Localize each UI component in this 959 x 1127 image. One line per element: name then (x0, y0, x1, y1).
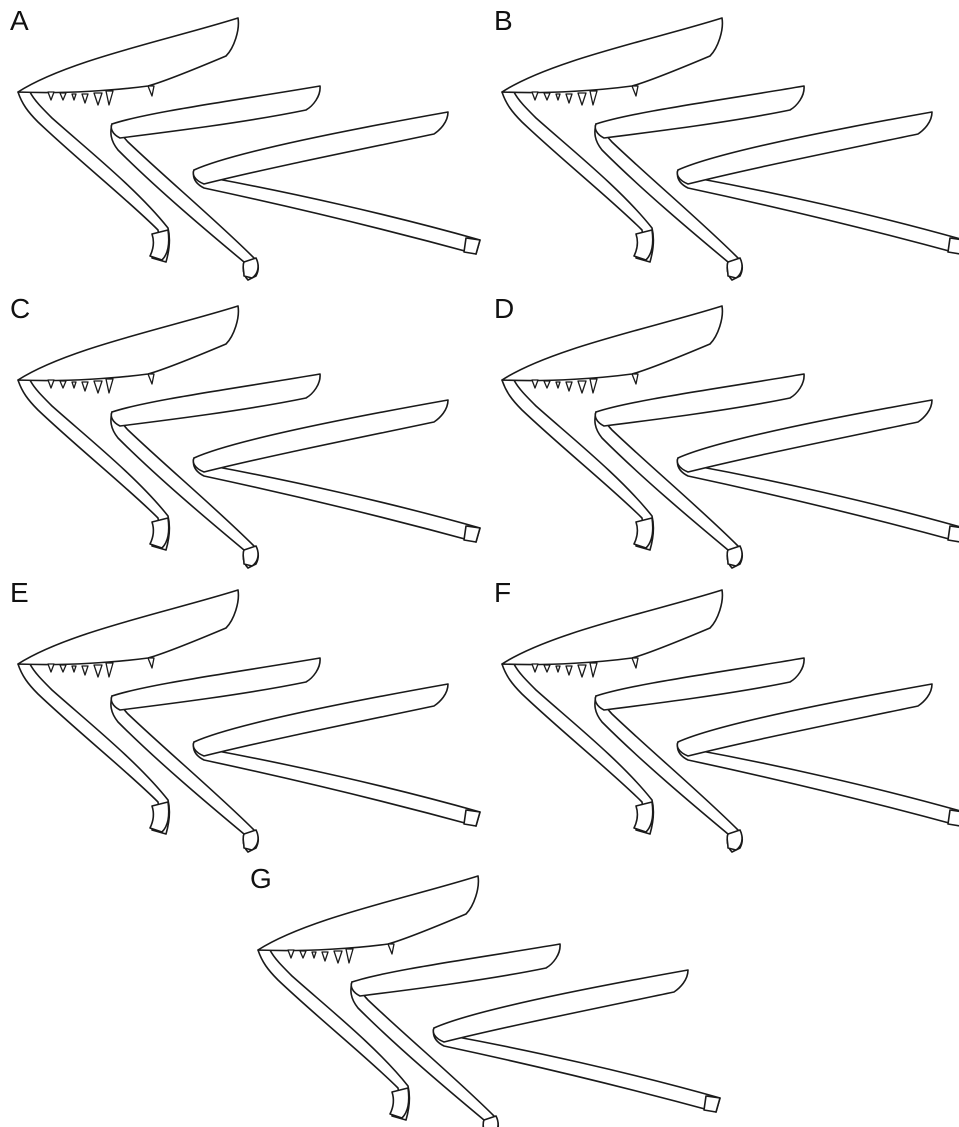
femur-spine (106, 91, 113, 105)
femur-spine (590, 91, 597, 105)
femur-spine (94, 93, 102, 105)
femur-spine (82, 382, 88, 391)
panel-label: F (494, 577, 511, 608)
patella-segment (111, 658, 320, 710)
femur-segment (18, 306, 238, 381)
femur-spine (72, 94, 76, 100)
tip-c-segment (948, 238, 959, 254)
femur-spine (60, 665, 66, 672)
femur-spine (632, 86, 638, 96)
patella-segment (595, 86, 804, 138)
femur-spine (544, 93, 550, 100)
femur-spine (556, 666, 560, 672)
tip-b-segment (727, 830, 742, 850)
femur-spine (532, 380, 538, 388)
tip-b-segment (243, 546, 258, 566)
panels-root: A B C D E F G (10, 5, 959, 1127)
femur-spine (72, 382, 76, 388)
panel-label: G (250, 863, 272, 894)
femur-spine (578, 381, 586, 393)
tip-b-segment (727, 546, 742, 566)
femur-spine (148, 658, 154, 668)
femur-spine (532, 92, 538, 100)
tip-c-segment (948, 526, 959, 542)
femur-spine (544, 381, 550, 388)
femur-spine (346, 949, 353, 963)
panel-b: B (494, 5, 959, 280)
femur-spine (578, 93, 586, 105)
panel-label: A (10, 5, 29, 36)
femur-spine (48, 380, 54, 388)
femur-segment (502, 306, 722, 381)
patella-segment (595, 658, 804, 710)
panel-c: C (10, 293, 480, 568)
femur-spine (288, 950, 294, 958)
femur-spine (82, 666, 88, 675)
tip-a-segment (390, 1088, 409, 1118)
femur-spine (94, 665, 102, 677)
femur-spine (106, 663, 113, 677)
femur-spine (334, 951, 342, 963)
panel-a: A (10, 5, 480, 280)
femur-spine (312, 952, 316, 958)
femur-spine (556, 94, 560, 100)
femur-spine (82, 94, 88, 103)
femur-segment (502, 18, 722, 93)
femur-spine (60, 93, 66, 100)
femur-segment (502, 590, 722, 665)
femur-spine (72, 666, 76, 672)
femur-spine (566, 382, 572, 391)
tip-a-segment (150, 802, 169, 832)
tip-b-segment (243, 830, 258, 850)
tip-c-segment (464, 810, 480, 826)
tip-a-segment (634, 518, 653, 548)
patella-segment (111, 86, 320, 138)
femur-spine (566, 666, 572, 675)
femur-segment (18, 590, 238, 665)
femur-spine (106, 379, 113, 393)
femur-segment (18, 18, 238, 93)
femur-spine (388, 944, 394, 954)
patella-segment (111, 374, 320, 426)
panel-label: E (10, 577, 29, 608)
panel-label: C (10, 293, 30, 324)
panel-label: D (494, 293, 514, 324)
femur-spine (556, 382, 560, 388)
panel-label: B (494, 5, 513, 36)
tip-c-segment (464, 526, 480, 542)
femur-spine (322, 952, 328, 961)
tip-b-segment (243, 258, 258, 278)
panel-g: G (250, 863, 720, 1127)
tip-a-segment (634, 230, 653, 260)
tip-a-segment (150, 230, 169, 260)
femur-spine (632, 658, 638, 668)
patella-segment (595, 374, 804, 426)
femur-spine (48, 664, 54, 672)
femur-spine (590, 663, 597, 677)
femur-spine (48, 92, 54, 100)
femur-spine (632, 374, 638, 384)
femur-spine (60, 381, 66, 388)
femur-spine (578, 665, 586, 677)
femur-spine (300, 951, 306, 958)
tip-c-segment (704, 1096, 720, 1112)
tip-c-segment (464, 238, 480, 254)
femur-spine (544, 665, 550, 672)
femur-segment (258, 876, 478, 951)
femur-spine (566, 94, 572, 103)
femur-spine (94, 381, 102, 393)
panel-d: D (494, 293, 959, 568)
patella-segment (351, 944, 560, 996)
femur-spine (148, 86, 154, 96)
tip-b-segment (727, 258, 742, 278)
panel-e: E (10, 577, 480, 852)
femur-spine (590, 379, 597, 393)
tip-a-segment (634, 802, 653, 832)
tip-a-segment (150, 518, 169, 548)
femur-spine (148, 374, 154, 384)
panel-f: F (494, 577, 959, 852)
tip-c-segment (948, 810, 959, 826)
femur-spine (532, 664, 538, 672)
